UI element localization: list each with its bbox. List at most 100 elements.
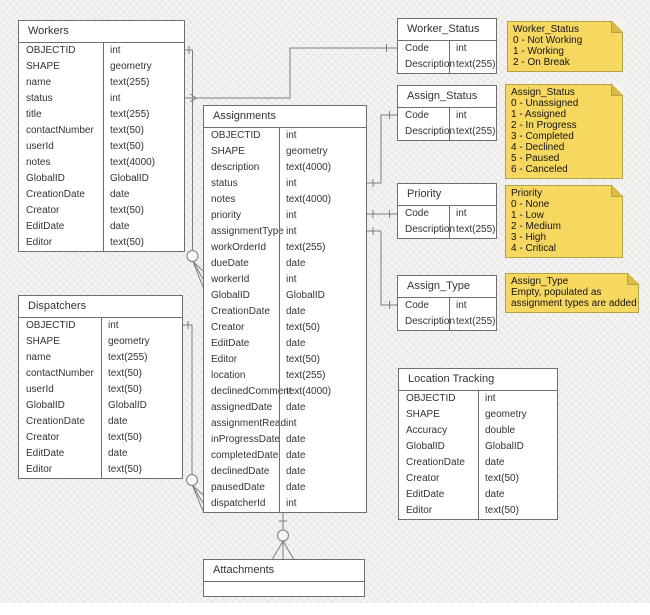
field-name: Editor [26,237,53,248]
field-type: text(255) [449,57,496,73]
field-type: text(255) [279,240,366,256]
field-name: Description [405,316,456,327]
field-name: status [211,178,238,189]
field-type: int [279,496,366,512]
note-line: Empty, populated as [511,287,602,298]
field-type: int [103,91,184,107]
field-name: Editor [406,505,433,516]
entity-table-attachments[interactable]: Attachments [203,559,365,597]
field-type: GlobalID [101,398,182,414]
connector-workers-to-assignments-workerid [185,46,193,251]
note-title: Worker_Status [513,24,579,35]
field-name: location [211,370,246,381]
field-type: date [478,455,557,471]
connector-workers-status-to-worker-status [185,44,397,99]
field-name: dueDate [211,258,249,269]
crow-foot [192,261,204,288]
field-type: int [279,224,366,240]
note-line: 2 - In Progress [511,120,577,131]
table-title: Assign_Type [398,276,496,298]
field-type: text(50) [478,471,557,487]
field-name: Code [405,208,429,219]
field-name: userId [26,384,54,395]
field-type: date [101,414,182,430]
note-line: 0 - Not Working [513,35,583,46]
field-name: workOrderId [211,242,267,253]
field-type: text(4000) [279,384,366,400]
field-name: name [26,352,52,363]
field-name: Description [405,59,456,70]
connector-assignments-to-attachments-foot [272,529,294,560]
field-name: assignmentRead [211,418,287,429]
field-name: EditDate [26,221,65,232]
note-title: Assign_Status [511,87,575,98]
field-name: status [26,93,53,104]
note-title: Priority [511,188,543,199]
field-name: GlobalID [26,173,65,184]
field-name: inProgressDate [211,434,280,445]
crow-foot [272,540,294,560]
field-name: OBJECTID [26,45,76,56]
table-title: Assign_Status [398,86,496,108]
field-name: notes [26,157,51,168]
note-fold-corner [611,185,623,197]
note-line: 2 - Medium [511,221,562,232]
table-title: Priority [398,184,496,206]
field-name: Editor [211,354,238,365]
field-type: geometry [103,59,184,75]
field-name: contactNumber [26,125,94,136]
field-name: title [26,109,42,120]
field-name: Description [405,126,456,137]
line-jump-chevron [189,93,198,103]
field-type: text(255) [103,75,184,91]
field-type: text(255) [449,222,496,238]
field-type: text(50) [478,503,557,519]
field-type: int [449,298,496,314]
field-type: text(50) [101,366,182,382]
field-name: assignmentType [211,226,284,237]
note-line: 3 - Completed [511,131,574,142]
crow-foot [192,485,204,512]
